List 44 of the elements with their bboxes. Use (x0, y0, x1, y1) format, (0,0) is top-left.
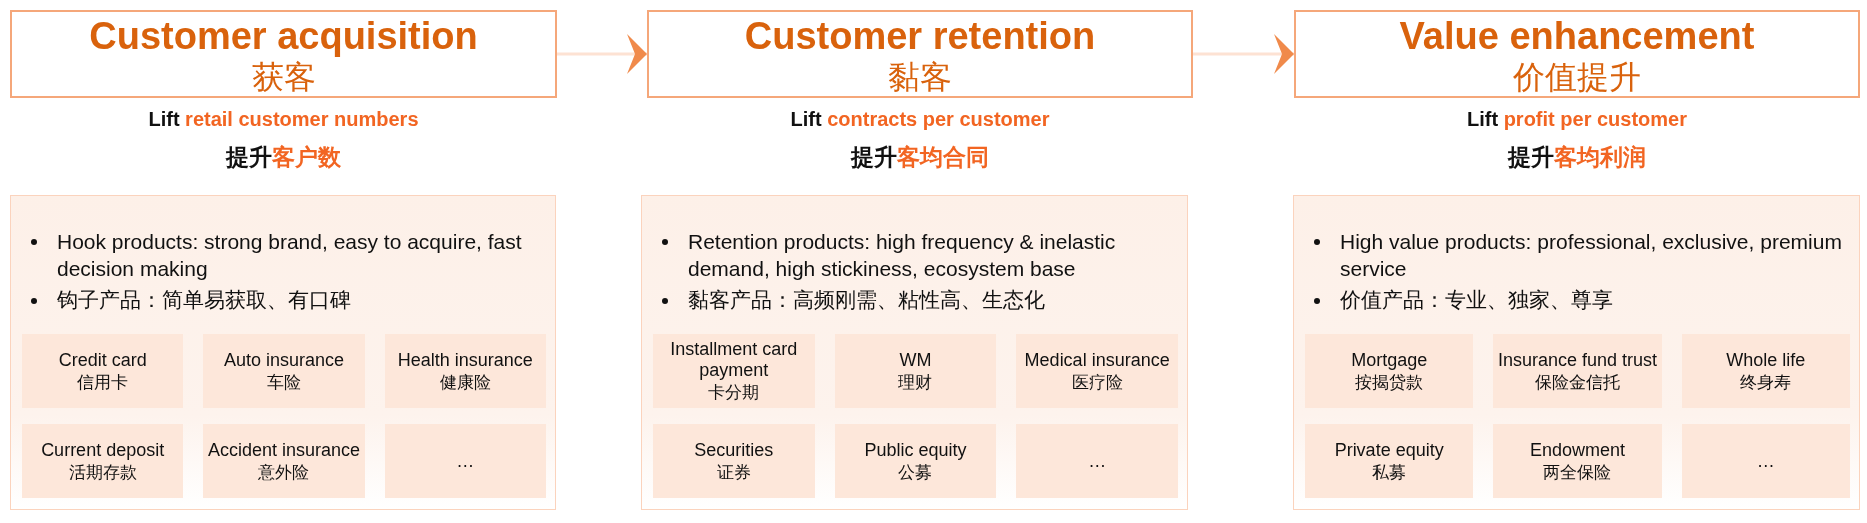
bullet-text: Hook products: strong brand, easy to acquire, fast decision making (57, 230, 522, 280)
product-tile: WM 理财 (834, 334, 997, 408)
bullet-text: 钩子产品：简单易获取、有口碑 (57, 288, 351, 312)
stage-title-chinese: 价值提升 (1513, 57, 1641, 97)
bullet-text: 价值产品：专业、独家、尊享 (1340, 288, 1613, 312)
product-tile: Private equity 私募 (1305, 424, 1474, 498)
goal-text: Lift profit per customer (1467, 107, 1687, 132)
product-tile: Mortgage 按揭贷款 (1305, 334, 1474, 408)
product-tile: Whole life 终身寿 (1681, 334, 1850, 408)
product-tile: Public equity 公募 (834, 424, 997, 498)
stage-title: Customer retention (744, 15, 1096, 57)
goal-text-chinese: 提升客均合同 (851, 143, 989, 171)
product-tile: Installment card payment 卡分期 (653, 334, 815, 408)
stage-header-box (1294, 10, 1860, 98)
product-tile: … (1681, 424, 1850, 498)
product-tile: Accident insurance 意外险 (203, 424, 365, 498)
products-panel (1293, 195, 1860, 510)
stage-title: Customer acquisition (89, 15, 478, 57)
goal-text: Lift contracts per customer (790, 107, 1050, 132)
bullet-text: 黏客产品：高频刚需、粘性高、生态化 (688, 288, 1045, 312)
products-panel (10, 195, 556, 510)
stage-header-box (10, 10, 557, 98)
chevron-arrow (557, 34, 647, 74)
product-tile: Credit card 信用卡 (22, 334, 184, 408)
stage-title-chinese: 获客 (251, 57, 316, 97)
stage-header-box (647, 10, 1193, 98)
goal-text: Lift retail customer numbers (148, 107, 419, 132)
product-tile: Insurance fund trust 保险金信托 (1493, 334, 1662, 408)
stage-title: Value enhancement (1399, 15, 1755, 57)
product-tile: Current deposit 活期存款 (22, 424, 184, 498)
goal-text-chinese: 提升客户数 (226, 143, 341, 171)
product-tile: Medical insurance 医疗险 (1016, 334, 1178, 408)
product-tile: Auto insurance 车险 (203, 334, 365, 408)
product-tile: Health insurance 健康险 (384, 334, 546, 408)
bullet-text: High value products: professional, exclusive, premium service (1340, 230, 1842, 280)
products-panel (641, 195, 1188, 510)
bullet-text: Retention products: high frequency & inelastic demand, high stickiness, ecosystem base (688, 230, 1116, 280)
stage-title-chinese: 黏客 (888, 57, 952, 97)
chevron-arrow (1193, 34, 1294, 74)
product-tile: … (1016, 424, 1178, 498)
product-tile: … (384, 424, 546, 498)
product-tile: Securities 证券 (653, 424, 815, 498)
product-tile: Endowment 两全保险 (1493, 424, 1662, 498)
goal-text-chinese: 提升客均利润 (1508, 143, 1646, 171)
